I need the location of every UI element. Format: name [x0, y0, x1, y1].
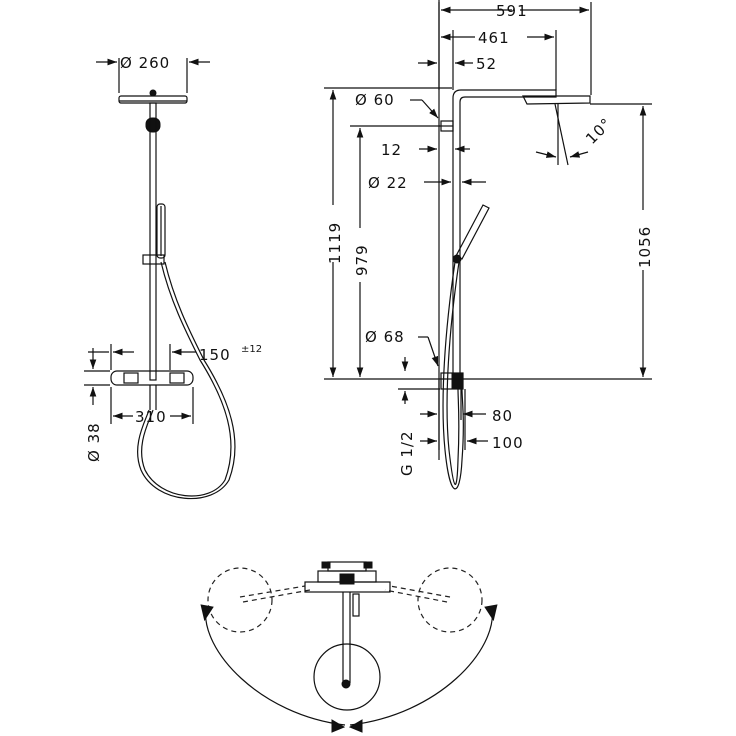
front-shower-head: [118, 95, 188, 104]
dim-rail-height: 979: [353, 244, 371, 276]
top-swing-arc: [205, 607, 346, 726]
dim-depth-max: 100: [492, 434, 524, 452]
front-thermostat-mixer: [110, 370, 194, 386]
dim-depth-min: 80: [492, 407, 513, 425]
dim-mixer-width: 310: [135, 408, 167, 426]
dim-total-height: 1119: [326, 222, 344, 264]
dim-rail-diameter: Ø 22: [368, 174, 408, 192]
dim-head-height: 1056: [636, 226, 654, 268]
dim-wall-offset: 52: [476, 55, 497, 73]
front-hose: [141, 261, 232, 497]
dim-head-diameter: Ø 260: [120, 54, 170, 72]
front-top-joint: [145, 117, 161, 133]
front-view: Ø 260 150 ±12 310 Ø 38: [84, 54, 262, 500]
side-hose: [442, 261, 464, 490]
front-head-connector: [149, 89, 157, 97]
side-hand-shower: [455, 204, 490, 260]
dim-pipe-diameter: Ø 38: [85, 422, 103, 462]
front-slider: [142, 254, 165, 265]
top-left-handle-sweep: [207, 567, 273, 633]
dim-escutcheon-diameter: Ø 68: [365, 328, 405, 346]
front-riser-pipe: [149, 102, 157, 381]
dim-spacing-min: 150: [199, 346, 231, 364]
top-shower-head: [313, 643, 381, 711]
top-view: [200, 561, 498, 733]
top-right-handle-sweep: [417, 567, 483, 633]
dim-connection-thread: G 1/2: [398, 430, 416, 476]
side-view: 591 461 52 Ø 60 10° 12 Ø 22 11: [324, 0, 654, 490]
front-hand-shower: [156, 203, 166, 259]
dim-spacing-tolerance: ±12: [241, 344, 262, 355]
side-thermostat-mixer: [440, 372, 464, 390]
dim-arm-diameter: Ø 60: [355, 91, 395, 109]
dim-bracket-gap: 12: [381, 141, 402, 159]
side-overhead-arm: [452, 89, 557, 381]
dim-tilt-angle: 10°: [582, 114, 616, 148]
side-shower-head: [522, 95, 591, 105]
dim-head-center-reach: 461: [478, 29, 510, 47]
dim-overall-reach: 591: [496, 2, 528, 20]
